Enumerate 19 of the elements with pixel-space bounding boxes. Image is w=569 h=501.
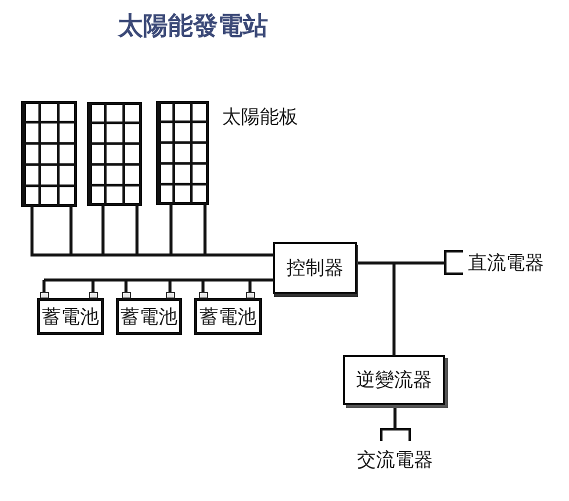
controller-box: 控制器	[273, 242, 357, 294]
solar-panel	[156, 101, 209, 205]
wire	[357, 262, 396, 355]
solar-panel	[87, 102, 142, 206]
diagram-title: 太陽能發電站	[118, 11, 268, 41]
battery-box: 蓄電池	[116, 298, 182, 335]
panel-label: 太陽能板	[222, 105, 298, 129]
wire	[42, 278, 94, 294]
inverter-box: 逆變流器	[343, 355, 445, 405]
load-label: 直流電器	[468, 250, 544, 274]
wire	[202, 278, 252, 294]
load-label: 交流電器	[357, 448, 433, 472]
battery-box: 蓄電池	[37, 298, 104, 335]
wire	[394, 405, 396, 428]
battery-box: 蓄電池	[194, 298, 262, 335]
solar-panel	[21, 101, 77, 207]
wire	[124, 278, 172, 294]
wire	[44, 278, 273, 282]
wire	[170, 204, 274, 256]
